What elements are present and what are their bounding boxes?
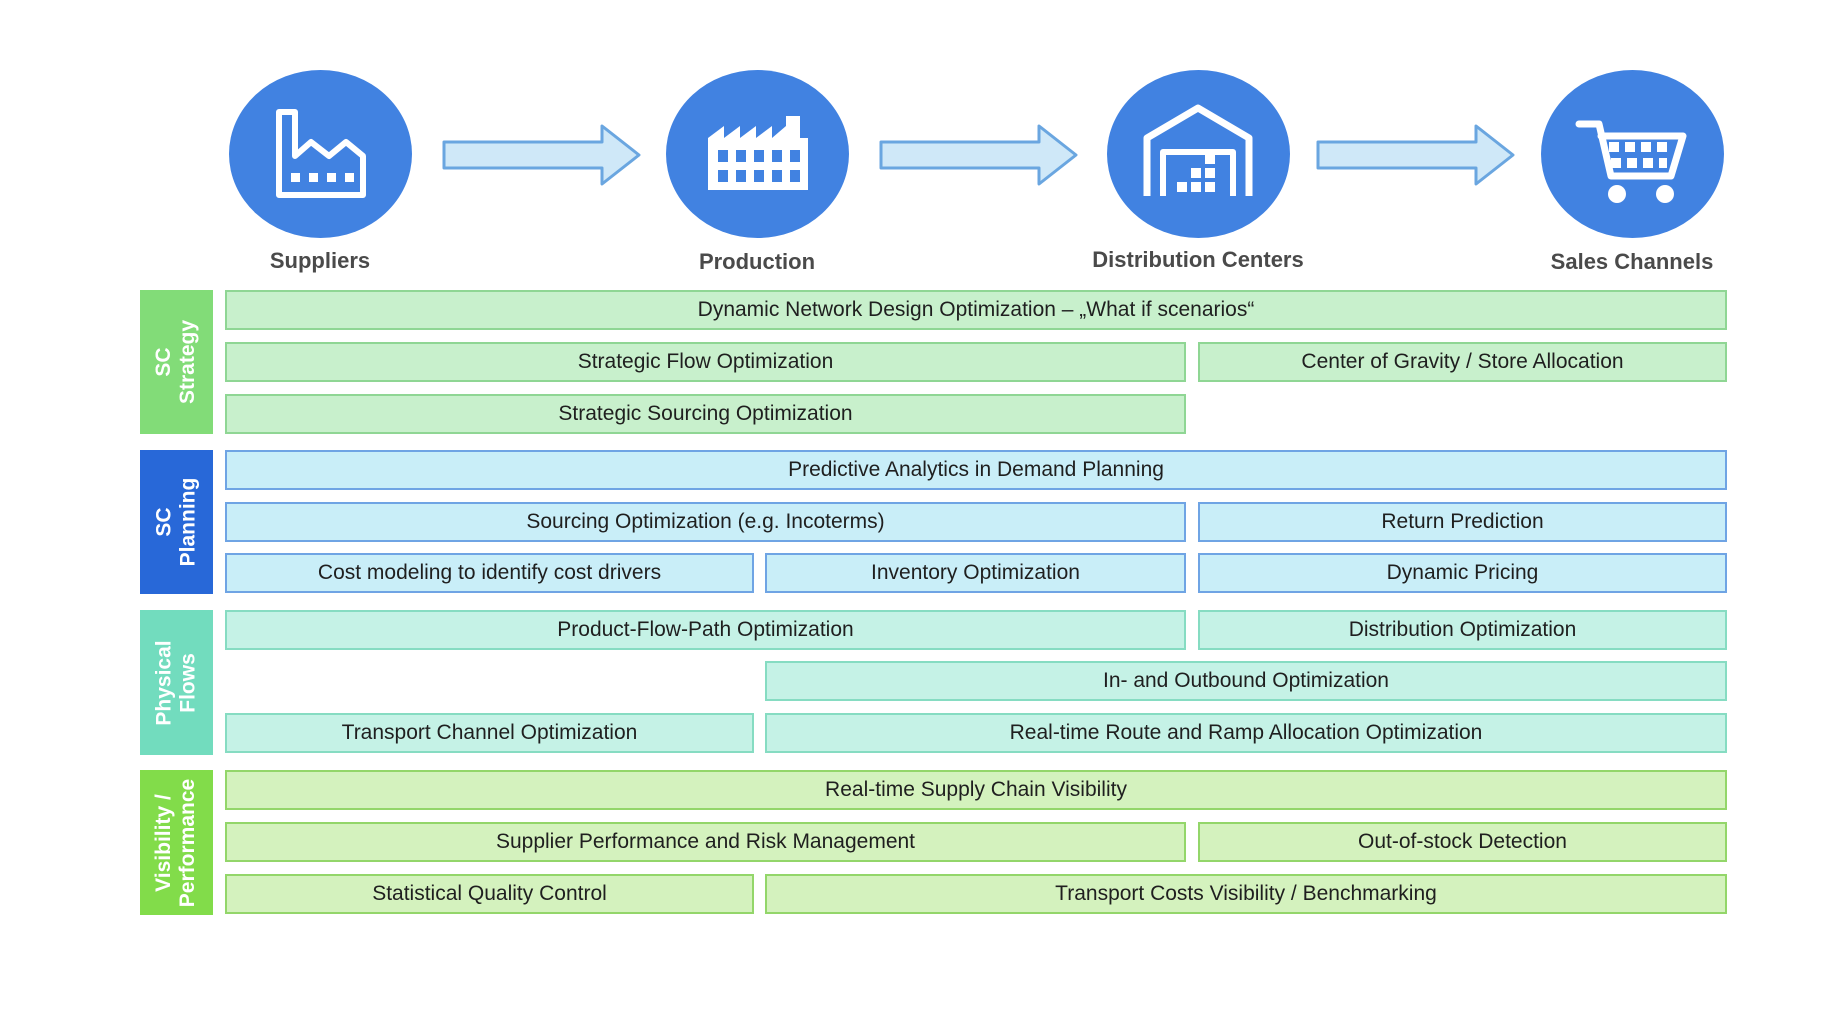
capability-box: Real-time Supply Chain Visibility [225, 770, 1727, 810]
building-icon [666, 70, 849, 238]
capability-box: Strategic Sourcing Optimization [225, 394, 1186, 434]
group-label-text: SC Planning [152, 477, 200, 567]
factory-icon [229, 70, 412, 238]
stage-label-suppliers: Suppliers [269, 248, 371, 273]
capability-box: Strategic Flow Optimization [225, 342, 1186, 382]
group-label-physical-flows: Physical Flows [140, 610, 213, 755]
capability-box: Sourcing Optimization (e.g. Incoterms) [225, 502, 1186, 542]
capability-box: In- and Outbound Optimization [765, 661, 1727, 701]
capability-box: Supplier Performance and Risk Management [225, 822, 1186, 862]
group-label-visibility-performance: Visibility / Performance [140, 770, 213, 915]
capability-box: Center of Gravity / Store Allocation [1198, 342, 1727, 382]
capability-box: Return Prediction [1198, 502, 1727, 542]
stage-label-sales-channels: Sales Channels [1550, 249, 1714, 274]
group-label-text: Visibility / Performance [152, 778, 200, 907]
group-label-sc-planning: SC Planning [140, 450, 213, 594]
right-arrow-icon [1316, 124, 1516, 186]
right-arrow-icon [442, 124, 642, 186]
stage-label-distribution-centers: Distribution Centers [1092, 247, 1304, 272]
group-label-text: Physical Flows [152, 639, 200, 726]
warehouse-icon [1107, 70, 1290, 238]
capability-box: Out-of-stock Detection [1198, 822, 1727, 862]
stage-label-production: Production [698, 249, 816, 274]
capability-box: Dynamic Pricing [1198, 553, 1727, 593]
capability-box: Inventory Optimization [765, 553, 1186, 593]
capability-box: Statistical Quality Control [225, 874, 754, 914]
capability-box: Transport Channel Optimization [225, 713, 754, 753]
capability-box: Predictive Analytics in Demand Planning [225, 450, 1727, 490]
group-label-sc-strategy: SC Strategy [140, 290, 213, 434]
capability-box: Transport Costs Visibility / Benchmarkin… [765, 874, 1727, 914]
capability-box: Product-Flow-Path Optimization [225, 610, 1186, 650]
capability-box: Real-time Route and Ramp Allocation Opti… [765, 713, 1727, 753]
shopping-cart-icon [1541, 70, 1724, 238]
capability-box: Dynamic Network Design Optimization – „W… [225, 290, 1727, 330]
group-label-text: SC Strategy [152, 319, 200, 405]
capability-box: Distribution Optimization [1198, 610, 1727, 650]
capability-box: Cost modeling to identify cost drivers [225, 553, 754, 593]
right-arrow-icon [879, 124, 1079, 186]
